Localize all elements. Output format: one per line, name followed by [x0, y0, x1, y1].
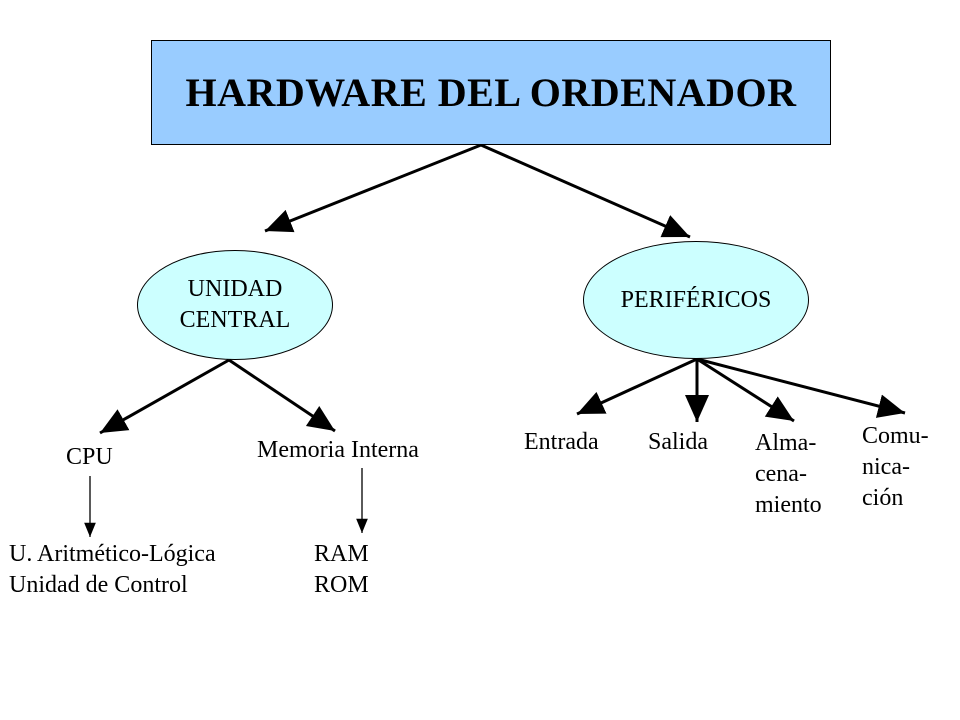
arrow-central-to-cpu — [99, 358, 230, 435]
almacenamiento-label: Alma- cena- miento — [755, 430, 822, 518]
cpu-label: CPU — [66, 444, 113, 470]
entrada-label: Entrada — [524, 429, 599, 455]
unidad-central-label: UNIDAD CENTRAL — [179, 276, 291, 333]
arrow-perifericos-to-comunicacion — [696, 357, 906, 418]
diagram-title: HARDWARE DEL ORDENADOR — [185, 70, 797, 115]
salida-label: Salida — [648, 429, 708, 455]
arrow-perifericos-to-almacenamiento — [696, 357, 795, 423]
perifericos-label: PERIFÉRICOS — [620, 286, 772, 313]
comunicacion-label: Comu- nica- ción — [862, 423, 929, 511]
perifericos-node: PERIFÉRICOS — [583, 241, 809, 359]
cpu-parts-label: U. Aritmético-Lógica Unidad de Control — [9, 541, 216, 598]
unidad-central-node: UNIDAD CENTRAL — [137, 250, 333, 360]
arrow-title-to-central — [264, 143, 482, 233]
title-box: HARDWARE DEL ORDENADOR — [151, 40, 831, 145]
memory-parts-label: RAM ROM — [314, 541, 369, 598]
arrow-central-to-memoria — [228, 358, 336, 433]
arrow-perifericos-to-entrada — [576, 357, 698, 416]
arrow-title-to-perifericos — [480, 143, 691, 239]
memoria-interna-label: Memoria Interna — [257, 437, 419, 463]
